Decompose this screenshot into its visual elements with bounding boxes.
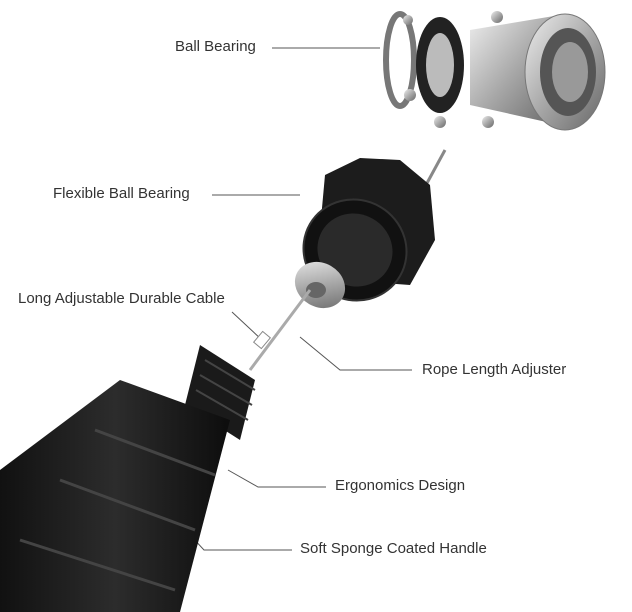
label-cable: Long Adjustable Durable Cable <box>18 290 225 307</box>
handle-part <box>0 345 256 612</box>
label-flexible-ball-bearing: Flexible Ball Bearing <box>53 185 190 202</box>
label-soft-sponge-handle: Soft Sponge Coated Handle <box>300 540 487 557</box>
ball-bearing-part <box>383 11 606 131</box>
label-ball-bearing: Ball Bearing <box>175 38 256 55</box>
label-rope-length-adjuster: Rope Length Adjuster <box>422 361 567 378</box>
rope-length-adjuster-part <box>248 261 346 371</box>
label-ergonomics-design: Ergonomics Design <box>335 477 466 494</box>
